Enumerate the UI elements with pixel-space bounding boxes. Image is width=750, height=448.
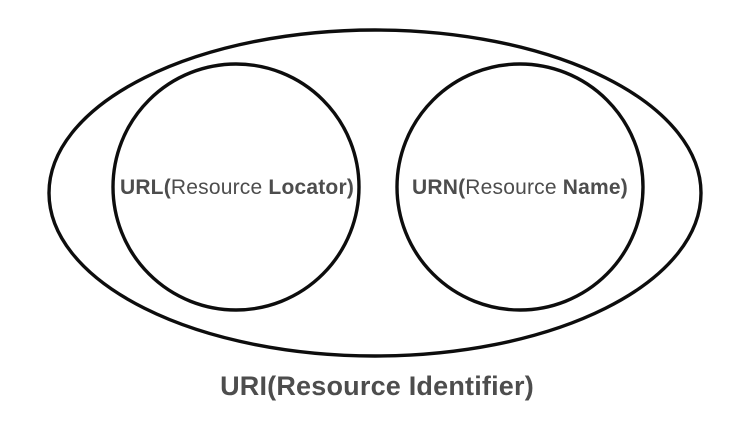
uri-outer-ellipse <box>47 28 703 358</box>
uri-caption: URI(Resource Identifier) <box>220 371 534 401</box>
urn-label-prefix: URN( <box>412 176 465 199</box>
urn-circle <box>395 62 645 312</box>
url-circle <box>111 62 361 312</box>
url-label: URL(Resource Locator) <box>120 176 354 199</box>
urn-label: URN(Resource Name) <box>412 176 628 199</box>
url-label-prefix: URL( <box>120 176 171 199</box>
urn-label-middle: Resource <box>465 176 563 199</box>
url-label-suffix: Locator) <box>268 176 354 199</box>
urn-label-suffix: Name) <box>563 176 628 199</box>
url-label-middle: Resource <box>171 176 269 199</box>
